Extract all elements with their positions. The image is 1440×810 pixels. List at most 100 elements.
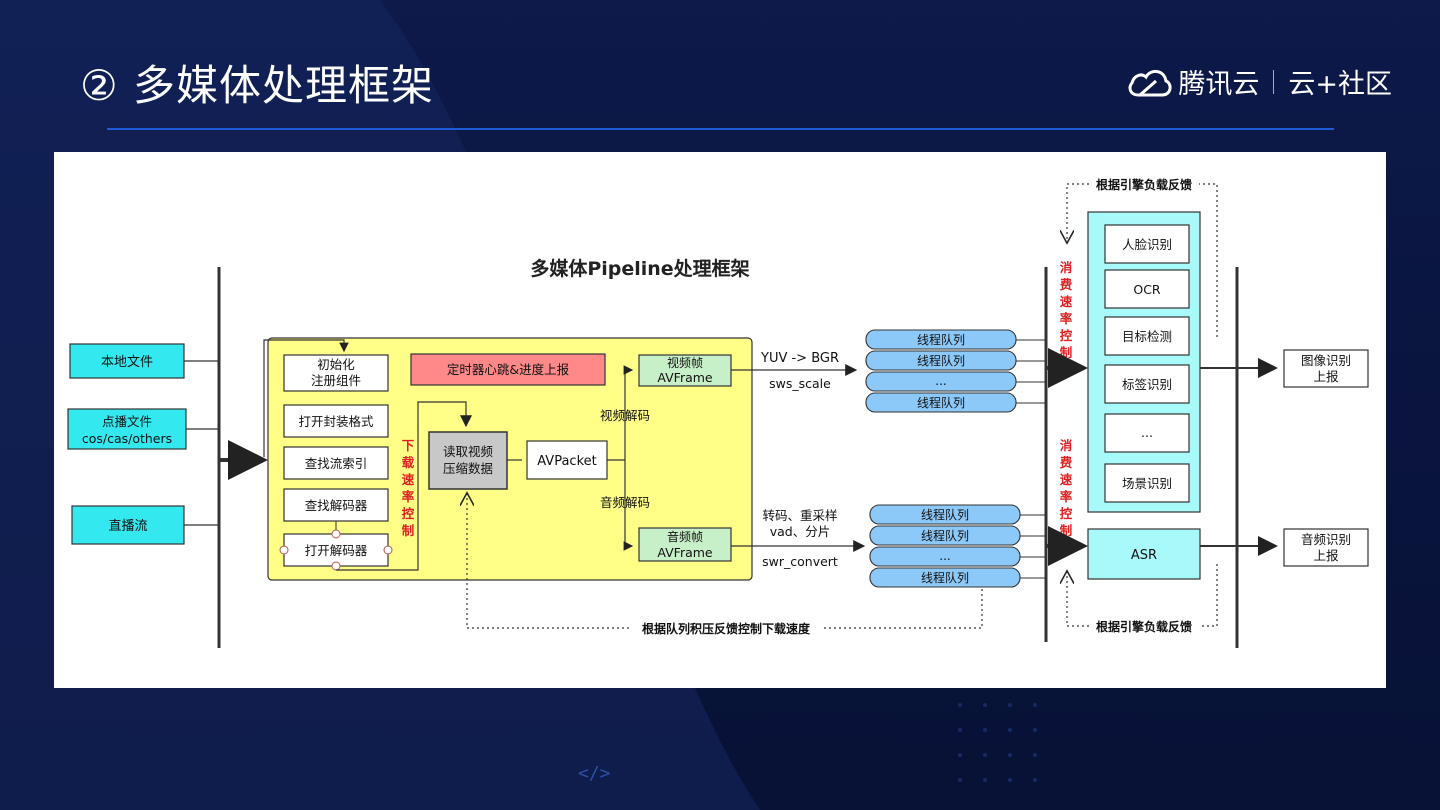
- svg-text:初始化: 初始化: [317, 357, 355, 372]
- svg-text:制: 制: [402, 523, 415, 538]
- video-convert-func: sws_scale: [769, 376, 831, 391]
- engine-feedback-bottom: 根据引擎负载反馈: [1067, 564, 1218, 634]
- asr-box: ASR: [1087, 528, 1201, 580]
- svg-text:查找解码器: 查找解码器: [305, 498, 368, 513]
- engine-feedback-top: 根据引擎负载反馈: [1067, 177, 1218, 337]
- audio-convert-func: swr_convert: [762, 554, 838, 569]
- image-report-box: 图像识别 上报: [1283, 349, 1369, 388]
- svg-text:控: 控: [1060, 328, 1073, 343]
- audio-frame-box: 音频帧 AVFrame: [638, 527, 732, 562]
- svg-text:注册组件: 注册组件: [311, 373, 361, 388]
- video-queue-group: 线程队列 线程队列 ... 线程队列: [865, 329, 1017, 413]
- engine-list: 人脸识别 OCR 目标检测 标签识别 ... 场景识别: [1104, 224, 1190, 503]
- title-underline: [107, 128, 1334, 130]
- svg-text:AVFrame: AVFrame: [657, 545, 713, 560]
- svg-text:标签识别: 标签识别: [1122, 377, 1172, 392]
- svg-text:费: 费: [1060, 455, 1073, 470]
- svg-text:...: ...: [939, 549, 950, 563]
- brand-separator: [1273, 69, 1275, 94]
- svg-text:音频识别: 音频识别: [1301, 532, 1351, 547]
- svg-text:上报: 上报: [1313, 369, 1339, 384]
- svg-text:...: ...: [1141, 425, 1153, 440]
- video-convert-label: YUV -> BGR: [760, 351, 839, 366]
- svg-text:cos/cas/others: cos/cas/others: [82, 431, 172, 446]
- svg-text:直播流: 直播流: [108, 519, 147, 534]
- timer-heartbeat-box: 定时器心跳&进度上报: [410, 353, 606, 386]
- step-open-decoder: 打开解码器: [283, 533, 389, 567]
- avpacket-box: AVPacket: [526, 440, 608, 480]
- brand-community: 云+社区: [1288, 69, 1392, 100]
- consume-rate-label-top: 消 费 速 率 控 制: [1060, 260, 1073, 360]
- pipeline-region: [267, 337, 753, 581]
- svg-text:根据引擎负载反馈: 根据引擎负载反馈: [1096, 619, 1192, 634]
- svg-text:线程队列: 线程队列: [921, 528, 969, 543]
- svg-text:人脸识别: 人脸识别: [1122, 237, 1172, 252]
- svg-text:率: 率: [402, 489, 415, 504]
- svg-text:载: 载: [402, 455, 415, 470]
- svg-text:AVFrame: AVFrame: [657, 370, 713, 385]
- svg-text:AVPacket: AVPacket: [537, 454, 596, 469]
- brand-name: 腾讯云: [1178, 69, 1260, 100]
- svg-text:...: ...: [935, 374, 946, 388]
- step-find-stream: 查找流索引: [283, 446, 389, 480]
- svg-text:打开解码器: 打开解码器: [305, 543, 368, 558]
- video-frame-box: 视频帧 AVFrame: [638, 354, 732, 387]
- svg-text:视频帧: 视频帧: [667, 355, 703, 370]
- svg-text:图像识别: 图像识别: [1301, 353, 1351, 368]
- svg-text:根据队列积压反馈控制下载速度: 根据队列积压反馈控制下载速度: [642, 621, 811, 636]
- svg-text:线程队列: 线程队列: [917, 395, 965, 410]
- svg-text:费: 费: [1060, 277, 1073, 292]
- step-find-decoder: 查找解码器: [283, 488, 389, 522]
- page-title: ② 多媒体处理框架: [80, 61, 435, 110]
- svg-text:线程队列: 线程队列: [921, 570, 969, 585]
- brand-logo: 腾讯云 云+社区: [1126, 62, 1392, 101]
- video-decode-label: 视频解码: [600, 408, 650, 423]
- svg-text:查找流索引: 查找流索引: [305, 456, 368, 471]
- svg-text:率: 率: [1060, 311, 1073, 326]
- svg-text:率: 率: [1060, 489, 1073, 504]
- audio-decode-label: 音频解码: [600, 495, 650, 510]
- svg-text:消: 消: [1060, 260, 1073, 275]
- source-local-file: 本地文件: [69, 343, 185, 379]
- source-vod-file: 点播文件 cos/cas/others: [67, 408, 187, 450]
- svg-text:场景识别: 场景识别: [1122, 476, 1172, 491]
- svg-text:根据引擎负载反馈: 根据引擎负载反馈: [1096, 177, 1192, 192]
- svg-text:制: 制: [1060, 345, 1073, 360]
- svg-text:下: 下: [402, 438, 415, 453]
- queue-feedback-loop: 根据队列积压反馈控制下载速度: [467, 494, 983, 636]
- diagram-panel: 多媒体Pipeline处理框架 本地文件 点播文件 cos/cas/others…: [54, 152, 1386, 688]
- svg-text:本地文件: 本地文件: [101, 355, 153, 370]
- step-open-format: 打开封装格式: [283, 404, 389, 438]
- code-tag-icon: </>: [578, 763, 611, 784]
- svg-text:目标检测: 目标检测: [1122, 329, 1172, 344]
- consume-rate-label-bottom: 消 费 速 率 控 制: [1060, 438, 1073, 538]
- svg-text:消: 消: [1060, 438, 1073, 453]
- audio-convert-detail: vad、分片: [770, 524, 831, 539]
- audio-queue-group: 线程队列 线程队列 ... 线程队列: [869, 504, 1021, 588]
- svg-text:速: 速: [1060, 472, 1073, 487]
- step-init-register: 初始化 注册组件: [283, 354, 389, 392]
- svg-text:读取视频: 读取视频: [443, 444, 494, 459]
- diagram-heading: 多媒体Pipeline处理框架: [530, 257, 749, 280]
- svg-text:定时器心跳&进度上报: 定时器心跳&进度上报: [447, 362, 570, 377]
- read-video-data-box: 读取视频 压缩数据: [428, 431, 508, 490]
- svg-text:ASR: ASR: [1131, 548, 1157, 563]
- svg-text:音频帧: 音频帧: [667, 529, 703, 544]
- source-live-stream: 直播流: [71, 505, 185, 545]
- audio-report-box: 音频识别 上报: [1283, 528, 1369, 567]
- svg-text:控: 控: [1060, 506, 1073, 521]
- svg-text:上报: 上报: [1313, 548, 1339, 563]
- svg-text:线程队列: 线程队列: [921, 507, 969, 522]
- svg-text:点播文件: 点播文件: [102, 414, 152, 429]
- svg-text:控: 控: [402, 506, 415, 521]
- svg-text:打开封装格式: 打开封装格式: [298, 414, 374, 429]
- svg-text:制: 制: [1060, 523, 1073, 538]
- svg-text:速: 速: [1060, 294, 1073, 309]
- audio-convert-label: 转码、重采样: [762, 508, 837, 523]
- cloud-icon: [1128, 69, 1172, 96]
- svg-text:线程队列: 线程队列: [917, 353, 965, 368]
- svg-text:压缩数据: 压缩数据: [443, 461, 493, 476]
- svg-text:速: 速: [402, 472, 415, 487]
- svg-text:线程队列: 线程队列: [917, 332, 965, 347]
- svg-text:OCR: OCR: [1133, 282, 1161, 297]
